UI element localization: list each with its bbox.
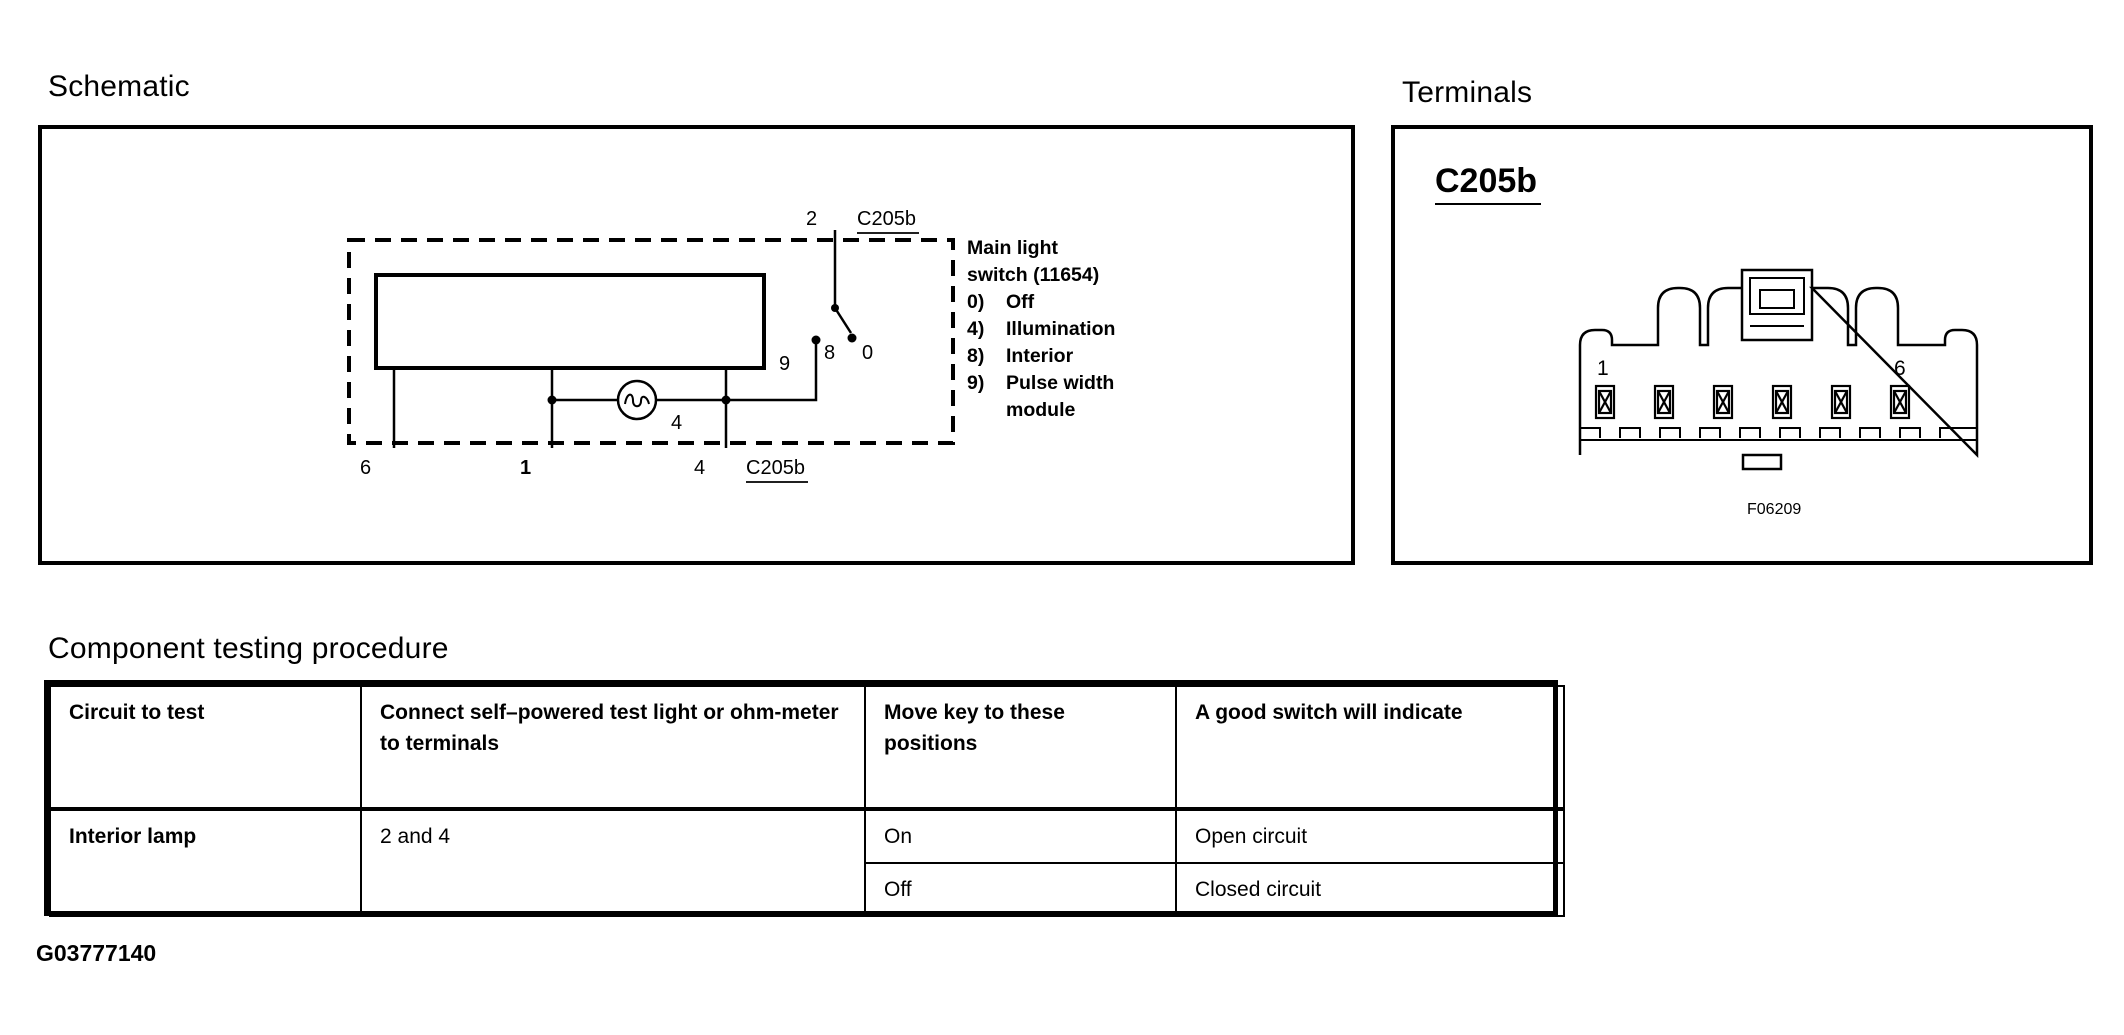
- pin-label-2: 2: [806, 208, 817, 230]
- switch-blade: [833, 307, 853, 334]
- bulb-filament: [624, 393, 650, 408]
- junction-dot-left: [547, 395, 557, 405]
- connector-pin-first: 1: [1597, 357, 1609, 380]
- pin-label-4: 4: [694, 457, 705, 479]
- legend-line-1: Main light: [967, 237, 1058, 259]
- legend-key-0: 0): [967, 291, 984, 313]
- connector-latch-tab: [1759, 289, 1795, 309]
- connector-latch: [1740, 268, 1814, 342]
- procedure-title: Component testing procedure: [48, 632, 449, 665]
- pin-label-1: 1: [520, 457, 531, 479]
- header-positions: Move key to these positions: [864, 685, 1177, 811]
- switch-housing-dashed: [347, 238, 955, 445]
- terminal-cavity-1: [1594, 384, 1616, 420]
- connector-bottom-key: [1741, 453, 1783, 471]
- terminal-cavity-4: [1771, 384, 1793, 420]
- connector-name: C205b: [1435, 162, 1537, 200]
- pin-label-9: 9: [779, 353, 790, 375]
- cell-position-off: Off: [864, 862, 1177, 917]
- switch-legend: Main light switch (11654) 0) Off 4) Illu…: [967, 237, 1115, 421]
- schematic-title: Schematic: [48, 70, 190, 103]
- cell-result-off: Closed circuit: [1175, 862, 1565, 917]
- legend-label-3-cont: module: [1006, 399, 1075, 421]
- connector-label-bottom: C205b: [746, 457, 805, 479]
- schematic-panel: [38, 125, 1355, 565]
- connector-label-top: C205b: [857, 208, 916, 230]
- contact-0-dot: [847, 333, 857, 343]
- header-circuit: Circuit to test: [49, 685, 362, 811]
- terminal-cavities: [1594, 384, 1911, 420]
- wire-to-contact-8: [726, 340, 818, 402]
- table-row: Interior lamp 2 and 4 On Open circuit: [49, 808, 1565, 917]
- pin-label-4-inner: 4: [671, 412, 682, 434]
- terminal-cavity-3: [1712, 384, 1734, 420]
- bulb-icon: [616, 379, 658, 421]
- legend-key-2: 8): [967, 345, 984, 367]
- connector-latch-inner: [1749, 277, 1805, 315]
- cell-circuit: Interior lamp: [49, 808, 362, 917]
- connector-pin-last: 6: [1894, 357, 1906, 380]
- table-row: Off Closed circuit: [50, 862, 1565, 917]
- pin-label-8: 8: [824, 342, 835, 364]
- connector-outline: [1578, 286, 1979, 459]
- schematic-diagram: 2 C205b 8 0 9 4 6 1 4 C205b Main light s…: [347, 208, 1115, 483]
- header-terminals: Connect self–powered test light or ohm-m…: [360, 685, 866, 811]
- table-header-row: Circuit to test Connect self–powered tes…: [49, 685, 1565, 811]
- contact-8-dot: [811, 335, 821, 345]
- cell-position-on: On: [864, 808, 1177, 864]
- cell-result-on: Open circuit: [1175, 808, 1565, 864]
- legend-label-2: Interior: [1006, 345, 1074, 367]
- cell-terminals: 2 and 4: [360, 808, 866, 917]
- legend-label-0: Off: [1006, 291, 1035, 313]
- legend-key-1: 4): [967, 318, 984, 340]
- pulse-width-module-block: [374, 273, 766, 370]
- connector-diagram: C205b: [1435, 162, 1979, 518]
- connector-teeth: [1580, 427, 1977, 438]
- procedure-table: Circuit to test Connect self–powered tes…: [44, 680, 1565, 917]
- legend-key-3: 9): [967, 372, 984, 394]
- legend-label-3: Pulse width: [1006, 372, 1114, 394]
- legend-label-1: Illumination: [1006, 318, 1115, 340]
- pin-label-6: 6: [360, 457, 371, 479]
- terminal-cavity-5: [1830, 384, 1852, 420]
- terminal-cavity-6: [1889, 384, 1911, 420]
- pin-label-0: 0: [862, 342, 873, 364]
- figure-id: F06209: [1747, 501, 1801, 518]
- terminal-cavity-2: [1653, 384, 1675, 420]
- document-id: G03777140: [36, 940, 157, 966]
- legend-line-2: switch (11654): [967, 264, 1099, 286]
- header-result: A good switch will indicate: [1175, 685, 1565, 811]
- terminals-title: Terminals: [1402, 76, 1533, 109]
